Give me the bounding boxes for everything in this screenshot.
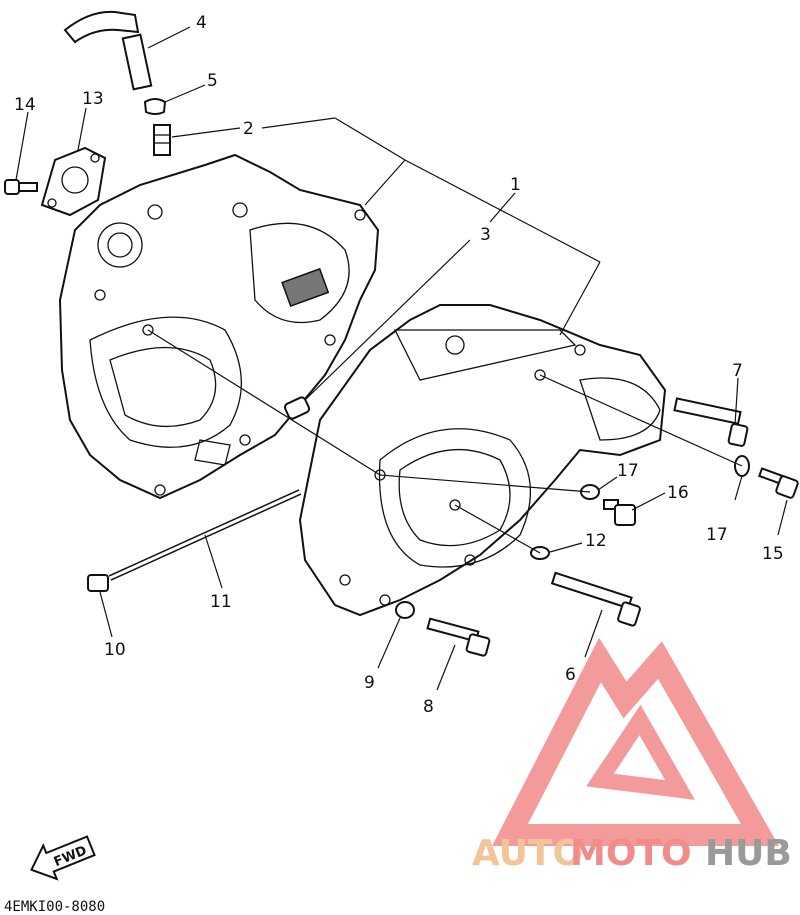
right-crankcase	[298, 304, 667, 617]
label-1: 1	[510, 175, 521, 195]
label-5: 5	[207, 71, 218, 91]
left-crankcase	[58, 153, 380, 500]
washer-9	[395, 601, 415, 619]
diagram-code: 4EMKI00-8080	[4, 899, 105, 915]
bolt-16	[603, 499, 636, 526]
label-10: 10	[104, 640, 126, 660]
label-8: 8	[423, 697, 434, 717]
label-2: 2	[243, 119, 254, 139]
watermark-text: AUTO MOTO HUB	[472, 833, 792, 874]
label-4: 4	[196, 13, 207, 33]
label-11: 11	[210, 592, 232, 612]
nut-10	[87, 574, 109, 592]
label-7: 7	[732, 361, 743, 381]
hose-clip	[143, 98, 167, 115]
label-17-left: 17	[617, 461, 639, 481]
part-labels: 1 2 3 4 5 6 7 8 9 10 11 12 13 14 15 16 1…	[14, 13, 784, 717]
assembly-axes	[147, 329, 743, 554]
hose-fitting	[153, 124, 171, 156]
gasket	[40, 146, 107, 217]
label-6: 6	[565, 665, 576, 685]
label-9: 9	[364, 673, 375, 693]
label-15: 15	[762, 544, 784, 564]
breather-hose	[63, 10, 153, 91]
forward-arrow-icon: FWD	[30, 835, 96, 881]
watermark-hub: HUB	[705, 833, 792, 874]
bolt-7	[673, 397, 749, 447]
label-17-right: 17	[706, 525, 728, 545]
label-14: 14	[14, 95, 36, 115]
bolt-8	[426, 617, 491, 657]
label-3: 3	[480, 225, 491, 245]
leader-lines	[15, 26, 788, 691]
watermark-moto: MOTO	[570, 833, 692, 874]
label-13: 13	[82, 89, 104, 109]
dowel-pin-3	[283, 396, 311, 420]
bolt-15	[758, 467, 799, 499]
bolt-6	[550, 571, 641, 627]
bolt-14	[4, 179, 38, 195]
label-16: 16	[667, 483, 689, 503]
watermark-auto: AUTO	[472, 833, 583, 874]
watermark-logo	[491, 637, 779, 846]
label-12: 12	[585, 531, 607, 551]
